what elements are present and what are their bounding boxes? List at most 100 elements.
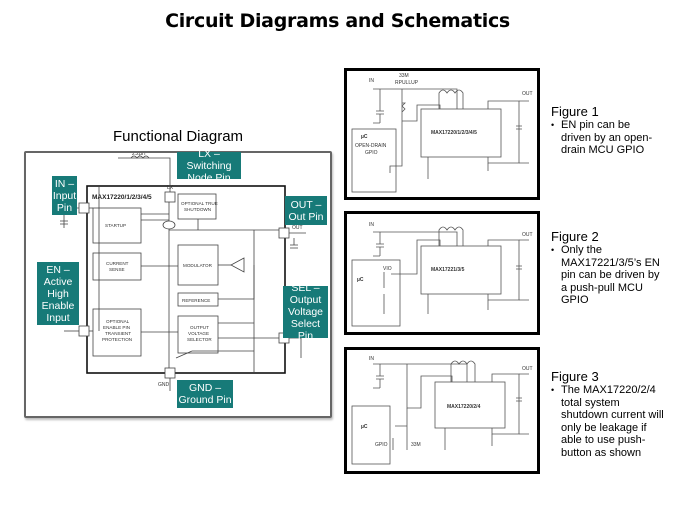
block-selector-label-2: VOLTAGE	[188, 331, 209, 336]
sel-tag-line-2: Output	[289, 294, 322, 306]
bullet-icon: •	[551, 385, 555, 395]
pin-out	[278, 227, 290, 239]
in-tag-line-2: Input	[52, 189, 77, 202]
figure-2-bullet-line: Only the	[561, 244, 602, 256]
figure-3-svg: IN OUT MAX17220/2/4 µC GPIO 33M	[351, 356, 533, 465]
fig2-chip	[420, 245, 502, 295]
en-tag-line-5: Input	[46, 311, 70, 324]
block-enable-protection	[92, 308, 142, 357]
fig1-resistor-label: 33M	[399, 73, 409, 79]
figure-1-title: Figure 1	[551, 104, 599, 119]
figure-2-schematic: IN OUT MAX17221/3/5 µC VIO	[344, 211, 540, 335]
figure-2-bullet-line: pin can be driven by	[561, 269, 660, 281]
figure-2-svg: IN OUT MAX17221/3/5 µC VIO	[351, 222, 533, 327]
lx-small-label: LX	[167, 185, 174, 191]
figure-3-bullet-line: shutdown current will	[561, 409, 664, 421]
gnd-small-label: GND	[158, 382, 170, 388]
figure-2-bullet-line: MAX17221/3/5’s EN	[561, 256, 660, 269]
gnd-tag-line-2: Ground Pin	[178, 394, 232, 406]
figure-3-schematic: IN OUT MAX17220/2/4 µC GPIO 33M	[344, 347, 540, 474]
block-shutdown	[177, 193, 217, 220]
figure-1-bullet: • EN pin can be driven by an open- drain…	[551, 119, 652, 157]
figure-2-bullet-line: a push-pull MCU	[561, 281, 643, 294]
in-tag-line-3: Pin	[56, 201, 73, 214]
out-tag-line-2: Out Pin	[288, 210, 324, 223]
functional-diagram-title: Functional Diagram	[112, 128, 244, 145]
out-pin-tag: OUT – Out Pin	[285, 196, 327, 225]
fig2-in-label: IN	[369, 222, 374, 228]
figure-1-bullet-line: driven by an open-	[561, 131, 653, 144]
block-shutdown-label-1: OPTIONAL TRUE	[181, 201, 218, 206]
in-pin-tag: IN – Input Pin	[52, 176, 77, 215]
figure-3-bullet-line: The MAX17220/2/4	[561, 384, 656, 396]
sel-tag-line-3: Voltage	[287, 306, 324, 318]
pin-en	[78, 325, 90, 337]
fig1-resistor-name: RPULLUP	[395, 80, 419, 86]
figure-1-caption: Figure 1 • EN pin can be driven by an op…	[551, 104, 652, 157]
fig1-in-label: IN	[369, 78, 374, 84]
block-shutdown-label-2: SHUTDOWN	[184, 207, 211, 212]
figure-1-schematic: IN OUT 33M RPULLUP MAX17220/1/2/3/4/5 µC…	[344, 68, 540, 200]
fig3-chip	[434, 381, 506, 429]
inductor-small-label: 2.2µH	[132, 153, 146, 157]
en-tag-line-1: EN –	[46, 263, 70, 276]
fig1-mcu-sub-2: GPIO	[365, 150, 378, 156]
chip-label: MAX17220/1/2/3/4/5	[92, 194, 152, 201]
out-small-label: OUT	[292, 225, 303, 231]
block-current-sense-label-2: SENSE	[109, 267, 125, 272]
figure-3-bullet-line: only be leakage if	[561, 421, 647, 434]
en-tag-line-3: High	[47, 287, 69, 300]
out-tag-line-1: OUT –	[290, 198, 322, 211]
fig3-gpio-label: GPIO	[375, 442, 388, 448]
en-pin-tag: EN – Active High Enable Input	[37, 262, 79, 325]
figure-1-bullet-line: EN pin can be	[561, 119, 631, 131]
pin-in	[78, 202, 90, 214]
block-startup-label: STARTUP	[105, 223, 126, 228]
figure-1-svg: IN OUT 33M RPULLUP MAX17220/1/2/3/4/5 µC…	[351, 73, 533, 193]
block-modulator-label: MODULATOR	[183, 263, 213, 268]
lx-pin-tag: LX – Switching Node Pin	[177, 148, 241, 184]
en-tag-line-2: Active	[43, 275, 73, 288]
gnd-tag-line-1: GND –	[188, 382, 222, 394]
fig1-mcu-label: µC	[361, 134, 368, 140]
block-enable-label-1: OPTIONAL	[106, 319, 130, 324]
figure-3-bullet-line: able to use push-	[561, 434, 646, 446]
fig2-chip-label: MAX17221/3/5	[431, 267, 465, 273]
figure-3-bullet: • The MAX17220/2/4 total system shutdown…	[551, 384, 664, 459]
block-current-sense-label-1: CURRENT	[106, 261, 129, 266]
fig1-mcu-sub-1: OPEN-DRAIN	[355, 143, 387, 149]
fig2-mcu-vio-label: VIO	[383, 266, 392, 272]
block-current-sense	[92, 252, 142, 281]
block-enable-label-3: TRANSIENT	[105, 331, 131, 336]
sel-tag-line-4: Select Pin	[290, 318, 321, 342]
fig3-out-label: OUT	[522, 366, 533, 372]
figure-2-title: Figure 2	[551, 229, 599, 244]
fig1-chip	[420, 108, 502, 158]
figure-2-bullet: • Only the MAX17221/3/5’s EN pin can be …	[551, 244, 660, 307]
block-reference-label: REFERENCE	[182, 298, 210, 303]
lx-tag-line-1: LX – Switching	[186, 147, 232, 172]
fig1-out-label: OUT	[522, 91, 533, 97]
in-tag-line-1: IN –	[54, 177, 75, 190]
functional-diagram-svg: MAX17220/1/2/3/4/5 STARTUP OPTIONAL TRUE…	[56, 153, 306, 391]
lx-tag-line-2: Node Pin	[187, 171, 231, 184]
block-selector-label-3: SELECTOR	[187, 337, 212, 342]
chip-outline	[86, 185, 286, 374]
sel-pin-tag: SEL – Output Voltage Select Pin	[283, 282, 328, 342]
block-startup	[92, 207, 142, 244]
pin-gnd	[164, 367, 176, 379]
fig2-out-label: OUT	[522, 232, 533, 238]
figure-3-bullet-line: total system	[561, 396, 620, 409]
fig2-mcu-label: µC	[357, 277, 364, 283]
figure-2-caption: Figure 2 • Only the MAX17221/3/5’s EN pi…	[551, 229, 660, 307]
block-selector-label-1: OUTPUT	[190, 325, 209, 330]
pin-lx	[164, 191, 176, 203]
block-enable-label-4: PROTECTION	[102, 337, 132, 342]
fig3-chip-label: MAX17220/2/4	[447, 404, 481, 410]
bullet-icon: •	[551, 120, 555, 130]
bullet-icon: •	[551, 245, 555, 255]
figure-3-title: Figure 3	[551, 369, 599, 384]
gnd-pin-tag: GND – Ground Pin	[177, 380, 233, 408]
fig3-resistor-label: 33M	[411, 442, 421, 448]
en-tag-line-4: Enable	[41, 299, 75, 312]
